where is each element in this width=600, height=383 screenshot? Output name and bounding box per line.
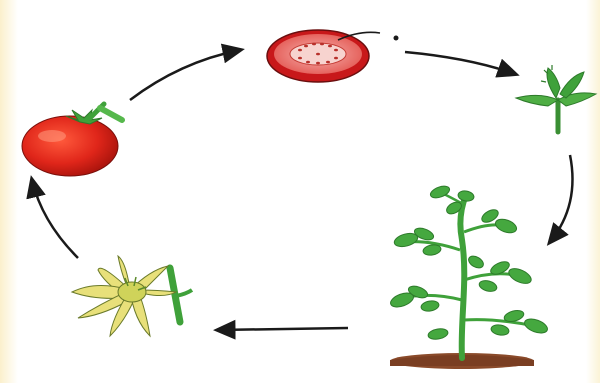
arrow-plant-to-flower [218,328,348,330]
arrow-tomato-to-half [130,50,240,100]
seedling-icon [516,65,596,132]
arrow-half-to-seedling [405,52,515,74]
mature-tomato-plant-icon [389,184,550,369]
seed-icon [394,36,399,41]
arrow-flower-to-tomato [32,180,78,258]
halved-tomato-with-seeds-icon [267,30,399,82]
arrow-seedling-to-plant [550,155,573,242]
tomato-flower-icon [72,256,192,336]
ripe-tomato-icon [22,104,122,176]
